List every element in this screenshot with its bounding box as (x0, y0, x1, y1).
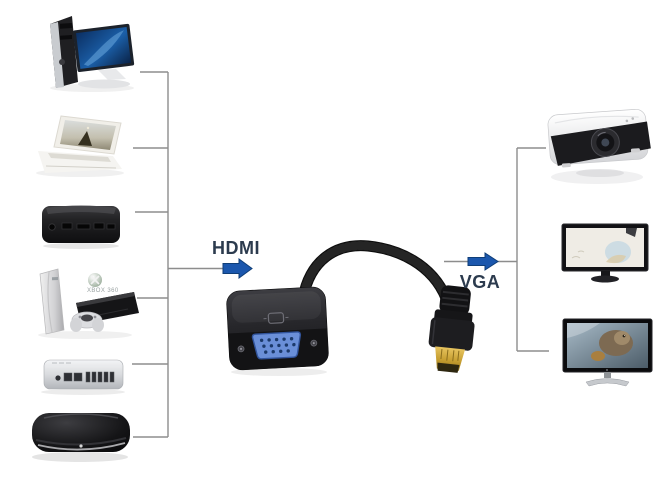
hdmi-to-vga-adapter-illustration (226, 240, 475, 376)
mac-mini-icon (41, 359, 125, 395)
vga-port (237, 331, 318, 360)
game-console-xbox-360-icon: XBOX 360 (38, 268, 139, 339)
monitor-icon (561, 223, 649, 283)
hdmi-label: HDMI (212, 238, 260, 258)
adapter-cable (297, 240, 452, 304)
vga-converter-box (226, 286, 329, 371)
projector-icon (547, 108, 651, 184)
left-bracket-lines (132, 71, 252, 438)
laptop-icon (36, 115, 124, 177)
set-top-box-icon (42, 205, 120, 249)
vga-label: VGA (460, 272, 501, 292)
desktop-pc-icon (50, 16, 135, 92)
hdmi-arrow-icon (222, 258, 253, 279)
printed-monitor-icon (267, 312, 285, 324)
hdmi-connector (428, 285, 475, 373)
tv-icon (562, 318, 653, 387)
vga-arrow-icon (467, 252, 499, 271)
streaming-box-icon (32, 413, 130, 462)
xbox-360-badge-text: XBOX 360 (87, 288, 119, 294)
